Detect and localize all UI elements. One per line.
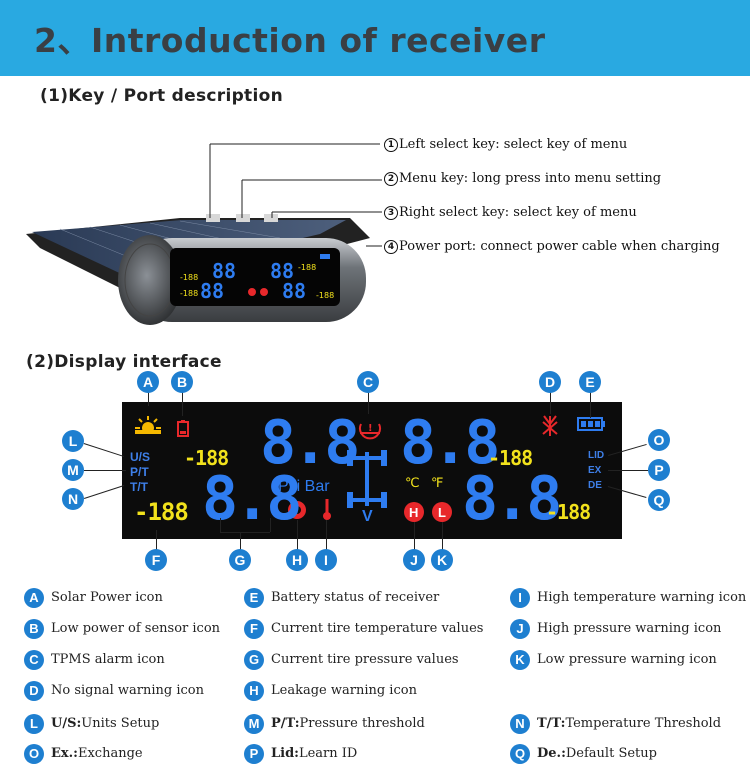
- lcd-graphics: ! H L: [135, 415, 605, 522]
- solar-power-icon: [135, 416, 161, 434]
- marker-l: L: [62, 430, 84, 452]
- svg-text:88: 88: [282, 279, 306, 303]
- default-setup-label: DE: [588, 480, 602, 491]
- svg-text:88: 88: [200, 279, 224, 303]
- svg-text:-188: -188: [180, 273, 198, 282]
- svg-text:H: H: [409, 505, 418, 520]
- marker-k: K: [431, 549, 453, 571]
- receiver-device-image: 88 88 88 88 -188 -188 -188 -188: [26, 143, 382, 325]
- title-banner: 2、Introduction of receiver: [0, 0, 750, 76]
- marker-d: D: [539, 371, 561, 393]
- leader-line-d: [550, 392, 551, 414]
- svg-text:-188: -188: [180, 289, 198, 298]
- car-axle-icon: [347, 450, 387, 508]
- leakage-warning-icon: [288, 501, 306, 519]
- pressure-threshold-label: P/T: [130, 465, 149, 479]
- pressure-value-bottom-right: 8.8: [462, 464, 562, 534]
- leader-line-c: [368, 392, 369, 414]
- leader-line-e: [590, 392, 591, 418]
- marker-g: G: [229, 549, 251, 571]
- low-sensor-power-icon: [177, 420, 189, 437]
- pressure-value-top-left: 8.8: [260, 408, 360, 478]
- leader-line-m: [84, 470, 126, 471]
- leader-line-b: [182, 392, 183, 416]
- leader-line-i: [326, 520, 327, 550]
- leader-line-l: [83, 443, 124, 457]
- learn-id-label: LID: [588, 450, 605, 461]
- high-temp-warning-icon: [323, 499, 331, 520]
- marker-f: F: [145, 549, 167, 571]
- marker-m: M: [62, 459, 84, 481]
- svg-text:88: 88: [212, 259, 236, 283]
- leader-line-p: [608, 470, 648, 471]
- leader-line-n: [84, 485, 125, 499]
- marker-p: P: [648, 459, 670, 481]
- marker-b: B: [171, 371, 193, 393]
- marker-n: N: [62, 488, 84, 510]
- bracket-g-right: [270, 518, 271, 532]
- marker-i: I: [315, 549, 337, 571]
- temp-value-bottom-right: -188: [546, 500, 591, 524]
- lcd-display-panel: ! H L: [122, 402, 622, 539]
- low-pressure-warning-icon: L: [432, 502, 452, 522]
- voltage-label: V: [362, 508, 373, 525]
- psi-bar-label: Psi Bar: [278, 478, 330, 495]
- leader-line-j: [414, 522, 415, 550]
- bracket-g: [220, 532, 270, 533]
- svg-text:L: L: [438, 505, 446, 520]
- marker-a: A: [137, 371, 159, 393]
- fahrenheit-label: ℉: [431, 476, 444, 491]
- leader-line-k: [442, 522, 443, 550]
- svg-text:-188: -188: [298, 263, 316, 272]
- units-setup-label: U/S: [130, 450, 151, 464]
- section-title-display: (2)Display interface: [26, 352, 222, 372]
- leader-line-f: [156, 530, 157, 550]
- no-signal-icon: [542, 415, 558, 436]
- section-title-keys: (1)Key / Port description: [40, 86, 283, 106]
- high-pressure-warning-icon: H: [404, 502, 424, 522]
- leader-line-a: [148, 392, 149, 406]
- marker-e: E: [579, 371, 601, 393]
- pressure-value-top-right: 8.8: [400, 408, 500, 478]
- marker-q: Q: [648, 489, 670, 511]
- temp-value-top-right: -188: [488, 446, 533, 470]
- svg-text:88: 88: [270, 259, 294, 283]
- tpms-alarm-icon: !: [359, 423, 381, 440]
- temp-value-top-left: -188: [184, 446, 229, 470]
- exchange-label: EX: [588, 465, 602, 476]
- marker-o: O: [648, 429, 670, 451]
- marker-j: J: [403, 549, 425, 571]
- battery-icon: [577, 417, 605, 431]
- marker-c: C: [357, 371, 379, 393]
- svg-text:-188: -188: [316, 291, 334, 300]
- leader-line-g: [240, 532, 241, 550]
- leader-line-h: [297, 520, 298, 550]
- svg-text:!: !: [368, 423, 373, 434]
- temp-threshold-label: T/T: [130, 480, 148, 494]
- marker-h: H: [286, 549, 308, 571]
- celsius-label: ℃: [405, 476, 420, 491]
- pressure-value-bottom-left: 8.8: [202, 464, 302, 534]
- bracket-g-left: [220, 518, 221, 532]
- temp-value-bottom-left: -188: [134, 498, 189, 526]
- page-title: 2、Introduction of receiver: [34, 21, 546, 60]
